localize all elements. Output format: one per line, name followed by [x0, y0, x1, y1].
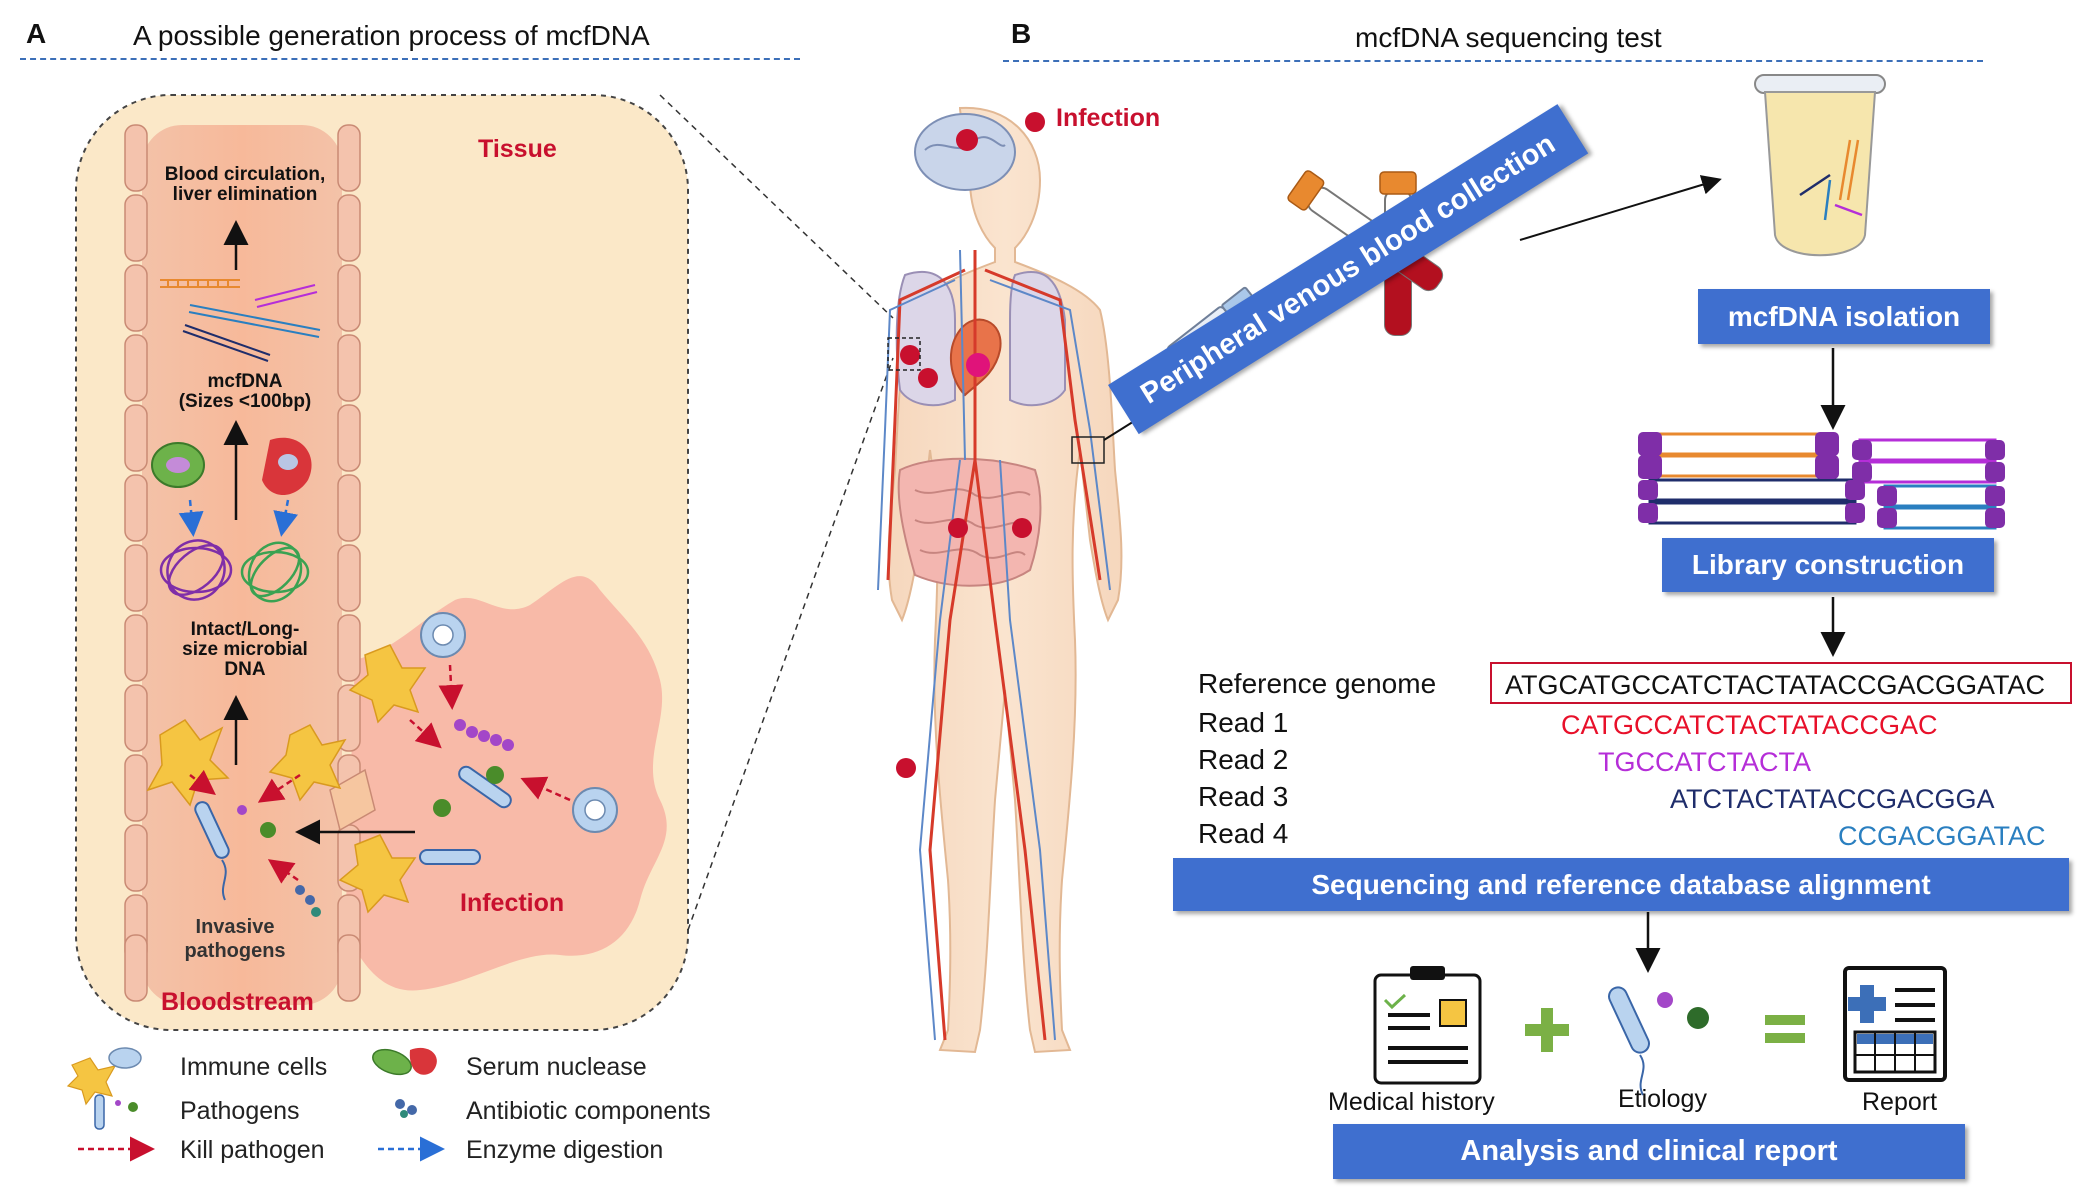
sequencing-alignment-box: Sequencing and reference database alignm… [1173, 858, 2069, 911]
plus-icon [1525, 1008, 1569, 1052]
read-4-sequence: CCGACGGATAC [1838, 821, 2046, 851]
medical-history-label: Medical history [1328, 1088, 1495, 1116]
mcfdna-label-line2: (Sizes <100bp) [178, 391, 312, 412]
read-1-label: Read 1 [1198, 707, 1289, 738]
read-3-label: Read 3 [1198, 781, 1289, 812]
circulation-label-line1: Blood circulation, [164, 164, 326, 185]
circulation-label-line2: liver elimination [172, 184, 318, 205]
infection-marker-dot [1025, 112, 1045, 132]
infection-marker-label: Infection [1056, 104, 1161, 132]
serum-nuclease-icon [151, 437, 312, 495]
etiology-label: Etiology [1618, 1085, 1707, 1113]
mcfdna-fragments-icon [160, 279, 321, 362]
isolation-tube-icon [1754, 74, 1886, 257]
report-icon [1843, 966, 1947, 1082]
immune-cells-icon [146, 612, 618, 914]
report-label: Report [1862, 1088, 1938, 1116]
legend-immune-cells: Immune cells [180, 1053, 328, 1081]
panel-b-divider [1003, 60, 1983, 62]
read-2-sequence: TGCCATCTACTA [1598, 747, 1811, 777]
isolation-box: mcfDNA isolation [1698, 289, 1990, 344]
infection-region-shape [345, 576, 667, 991]
etiology-icon [1608, 986, 1709, 1096]
reference-genome-sequence: ATGCATGCCATCTACTATACCGACGGATAC [1505, 670, 2045, 700]
legend-antibiotic-components: Antibiotic components [466, 1097, 711, 1125]
intact-dna-icon [159, 539, 310, 603]
read-3-sequence: ATCTACTATACCGACGGA [1670, 784, 1995, 814]
reference-genome-box [1490, 662, 2072, 704]
arrow-to-isolation [1519, 175, 1722, 241]
legend-enzyme-digestion: Enzyme digestion [466, 1136, 664, 1164]
panel-b-letter: B [1011, 18, 1032, 49]
read-1-sequence: CATGCCATCTACTATACCGAC [1561, 710, 1938, 740]
invasive-label-line1: Invasive [195, 916, 275, 938]
analysis-report-box: Analysis and clinical report [1333, 1124, 1965, 1179]
intact-label-line2: size microbial [182, 639, 308, 660]
equals-icon [1765, 1015, 1805, 1043]
panel-a-divider [20, 58, 800, 60]
legend-pathogens: Pathogens [180, 1097, 300, 1125]
circulation-label: Blood circulation, liver elimination [150, 165, 340, 205]
panel-a-title: A possible generation process of mcfDNA [133, 20, 650, 51]
mcfdna-label: mcfDNA (Sizes <100bp) [150, 372, 340, 412]
infection-region-label: Infection [460, 889, 565, 917]
legend-serum-nuclease-icon [372, 1047, 437, 1076]
read-2-label: Read 2 [1198, 744, 1289, 775]
intact-dna-label: Intact/Long- size microbial DNA [150, 620, 340, 680]
human-body-illustration [877, 106, 1123, 1054]
intact-label-line3: DNA [224, 659, 266, 680]
panel-b-title: mcfDNA sequencing test [1355, 22, 1662, 53]
panel-a-letter: A [26, 18, 47, 49]
legend-pathogens-icon [94, 1094, 138, 1130]
mcfdna-label-line1: mcfDNA [207, 371, 283, 392]
tissue-label: Tissue [478, 135, 557, 163]
intact-label-line1: Intact/Long- [190, 619, 300, 640]
bloodstream-label: Bloodstream [161, 988, 314, 1016]
library-box: Library construction [1662, 538, 1994, 592]
legend-immune-cells-icon [66, 1047, 142, 1106]
invasive-label-line2: pathogens [184, 940, 286, 962]
pathogens-icon [194, 719, 514, 917]
legend-antibiotic-icon [395, 1099, 417, 1118]
legend-serum-nuclease: Serum nuclease [466, 1053, 647, 1081]
legend-kill-pathogen: Kill pathogen [180, 1136, 325, 1164]
library-fragments-icon [1638, 432, 2005, 530]
medical-history-icon [1373, 966, 1482, 1085]
invasive-pathogens-label: Invasive pathogens [150, 915, 320, 963]
reference-genome-label: Reference genome [1198, 668, 1437, 699]
read-4-label: Read 4 [1198, 818, 1289, 849]
